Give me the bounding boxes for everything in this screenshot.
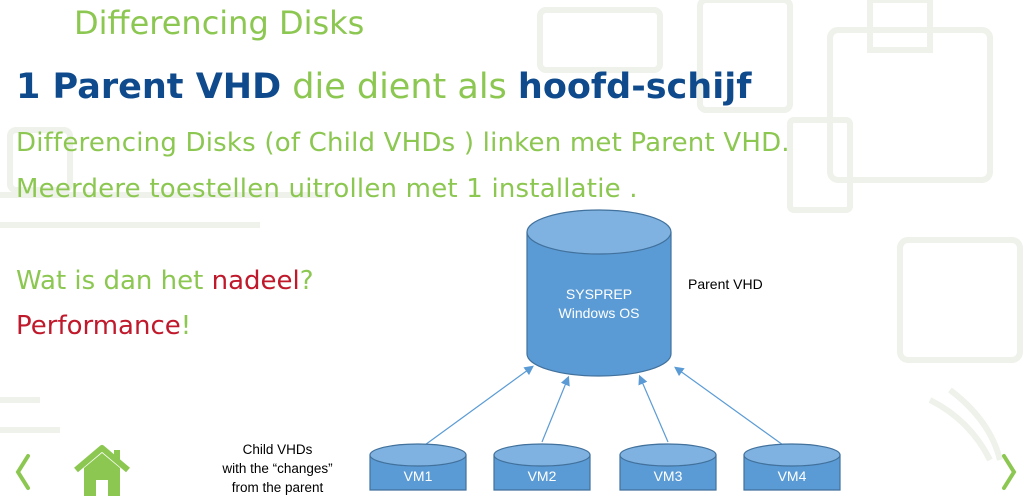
chevron-left-icon[interactable] (14, 452, 32, 492)
headline: 1 Parent VHD die dient als hoofd-schijf (16, 67, 751, 107)
question-text: Wat is dan het (16, 266, 212, 296)
child-vm3-label: VM3 (654, 468, 683, 484)
headline-middle: die dient als (281, 67, 518, 107)
child-label-line2: with the “changes” (222, 461, 333, 476)
child-vm1-cylinder: VM1 (369, 443, 467, 491)
arrow-vm3 (638, 374, 669, 443)
slide-title: Differencing Disks (74, 4, 365, 42)
answer-bang: ! (180, 311, 192, 341)
child-vhds-label: Child VHDs with the “changes” from the p… (200, 440, 355, 497)
parent-text-line2: Windows OS (559, 305, 640, 321)
child-vm4-label: VM4 (778, 468, 807, 484)
child-label-line1: Child VHDs (242, 442, 313, 457)
question-mark: ? (299, 266, 314, 296)
child-vm2-label: VM2 (528, 468, 557, 484)
child-vm3-cylinder: VM3 (619, 443, 717, 491)
parent-vhd-label: Parent VHD (688, 276, 763, 292)
answer-text: Performance (16, 311, 181, 341)
home-icon[interactable] (72, 444, 132, 496)
child-vm4-cylinder: VM4 (743, 443, 841, 491)
bullet-deploy-devices: Meerdere toestellen uitrollen met 1 inst… (16, 174, 638, 204)
parent-vhd-cylinder: SYSPREP Windows OS (526, 209, 672, 377)
headline-parent-vhd: 1 Parent VHD (16, 67, 282, 107)
parent-text-line1: SYSPREP (566, 286, 632, 302)
child-label-line3: from the parent (231, 480, 324, 495)
bullet-differencing-disks: Differencing Disks (of Child VHDs ) link… (16, 128, 790, 158)
arrow-vm4 (674, 366, 791, 451)
question-highlight: nadeel (211, 266, 300, 296)
answer: Performance! (16, 311, 191, 341)
headline-main-disk: hoofd-schijf (517, 67, 752, 107)
child-vm2-cylinder: VM2 (493, 443, 591, 491)
arrow-vm1 (417, 365, 534, 451)
child-vm1-label: VM1 (404, 468, 433, 484)
chevron-right-icon[interactable] (1000, 452, 1018, 492)
arrow-vm2 (541, 375, 570, 443)
question: Wat is dan het nadeel? (16, 266, 314, 296)
